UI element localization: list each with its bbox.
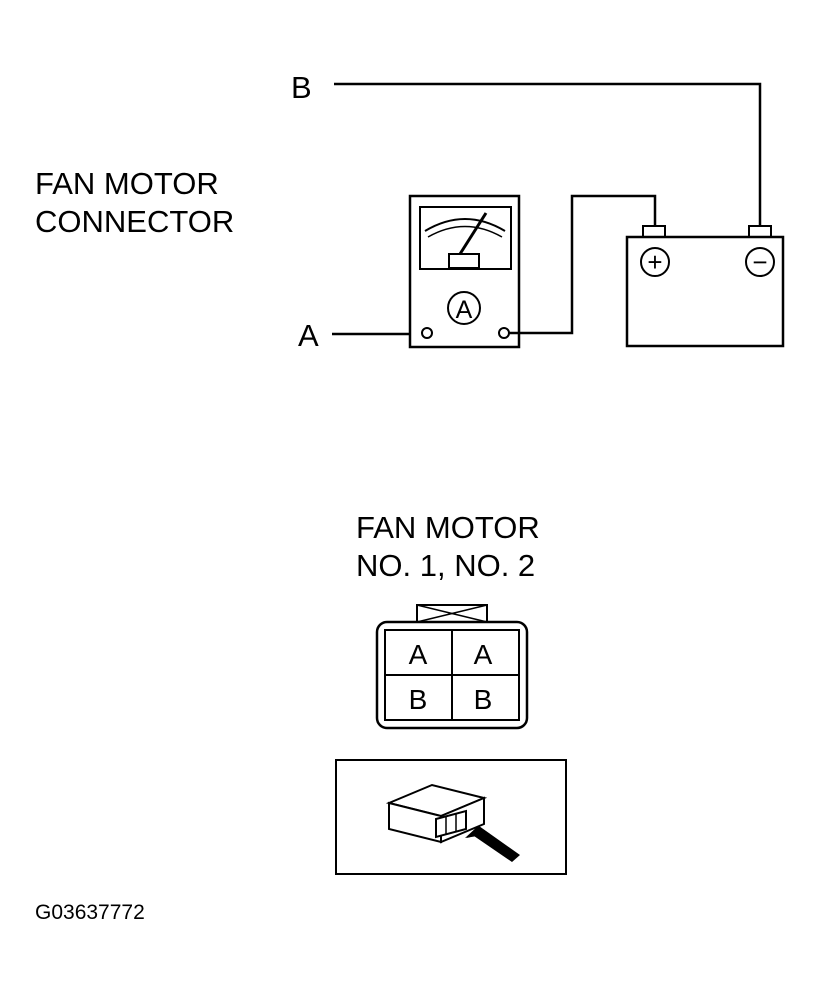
pin-a-right: A	[474, 639, 493, 670]
ammeter-scale	[424, 218, 506, 232]
connector-title-line2: NO. 1, NO. 2	[356, 548, 535, 583]
wire-b-to-battery-negative	[334, 82, 762, 228]
ammeter-symbol: A	[456, 296, 473, 324]
connector-label-line2: CONNECTOR	[35, 204, 234, 239]
figure-code: G03637772	[35, 901, 145, 924]
ammeter-needle	[458, 212, 488, 255]
connector-title-line1: FAN MOTOR	[356, 510, 540, 545]
connector-label-line1: FAN MOTOR	[35, 166, 219, 201]
connector-3d-icon	[385, 783, 488, 844]
pin-a-left: A	[409, 639, 428, 670]
ammeter-pivot	[448, 253, 480, 269]
ammeter-terminal-right	[498, 327, 510, 339]
connector-face: A A B B	[375, 604, 529, 730]
ammeter-symbol-circle	[447, 291, 481, 325]
terminal-a-label: A	[298, 318, 319, 353]
pin-b-right: B	[474, 684, 493, 715]
wire-ammeter-to-battery-positive	[509, 194, 657, 335]
battery-minus-symbol: −	[752, 247, 767, 277]
battery: + −	[625, 225, 785, 348]
battery-plus-symbol: +	[647, 247, 662, 277]
view-direction-box	[335, 759, 567, 875]
ammeter-terminal-left	[421, 327, 433, 339]
terminal-b-label: B	[291, 70, 312, 105]
ammeter: A	[408, 194, 521, 349]
pin-b-left: B	[409, 684, 428, 715]
battery-body	[625, 235, 785, 348]
